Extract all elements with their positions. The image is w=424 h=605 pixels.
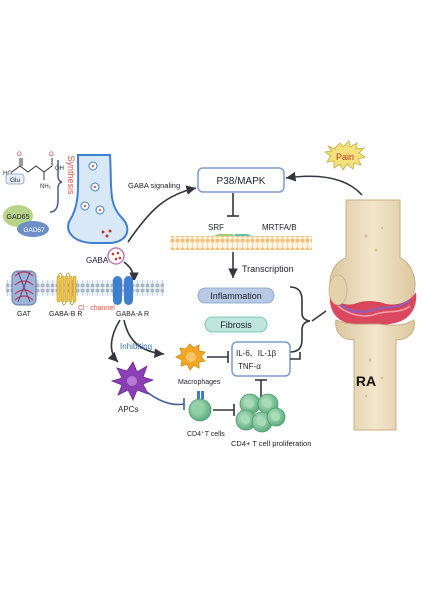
cd4-proliferation-label: CD4+ T cell proliferation <box>231 439 311 448</box>
apcs-label: APCs <box>118 405 138 414</box>
gad67-blob <box>17 221 49 237</box>
o-left-label: O <box>17 152 22 158</box>
oh-label: OH <box>55 166 64 172</box>
glu-label: Glu <box>10 177 21 184</box>
gaba-vesicle <box>107 247 125 265</box>
outcomes-brace <box>289 286 311 353</box>
gat-transporter <box>11 270 37 306</box>
gad67-label: GAD67 <box>23 227 45 234</box>
o-right-label: O <box>49 152 54 158</box>
p38-mapk-label: P38/MAPK <box>217 176 266 187</box>
gaba-b-label: GABA-B R <box>49 311 82 318</box>
receptor-to-macrophage-arrow <box>123 319 165 358</box>
cytokines-to-outcomes-line <box>290 352 301 360</box>
gaba-a-receptor <box>113 276 133 305</box>
brace-connector <box>311 310 327 322</box>
gaba-signaling-arrow <box>127 185 197 243</box>
inflammation-label: Inflammation <box>210 291 262 301</box>
glutamate-molecule: HO O O OH NH₂ Glu <box>3 152 64 190</box>
t-cell-cluster <box>235 393 286 433</box>
mrtfa-label: MRTFA/B <box>262 223 297 232</box>
cd4-cells-label: CD4⁺T cells <box>187 430 225 438</box>
gaba-a-label: GABA-A R <box>116 311 149 318</box>
nuclear-membrane <box>170 236 312 250</box>
fibrosis-pill <box>204 316 268 333</box>
receptor-to-apc-arrow <box>107 319 121 363</box>
ra-to-p38-arrow <box>285 171 363 196</box>
nh2-label: NH₂ <box>40 184 52 190</box>
pain-label: Pain <box>336 152 354 162</box>
cytokines-line2: TNF-α <box>238 362 261 371</box>
apc-cell <box>110 361 155 401</box>
cytokines-line1: IL-6、IL-1β <box>236 349 277 358</box>
srf-label: SRF <box>208 223 224 232</box>
gaba-b-receptor <box>56 272 77 306</box>
gad-enzymes: GAD65 GAD67 <box>3 205 49 237</box>
synthesis-label: Synthesis <box>66 155 76 195</box>
apc-inhibit-line <box>146 391 185 406</box>
ra-label: RA <box>356 373 376 389</box>
inhibiting-label: Inhibiting <box>120 342 152 351</box>
gaba-signaling-label: GABA signaling <box>128 181 180 190</box>
gad65-label: GAD65 <box>7 214 30 221</box>
gad65-blob <box>3 205 33 227</box>
inflammation-pill <box>197 287 275 304</box>
macrophage-cell <box>175 343 206 371</box>
gat-label: GAT <box>17 311 32 318</box>
macrophages-label: Macrophages <box>178 379 221 386</box>
knee-joint-illustration <box>328 199 417 431</box>
gaba-label: GABA <box>86 256 109 265</box>
synthesis-brace <box>49 160 63 213</box>
p38-mapk-box <box>197 167 285 193</box>
cd4-t-cell <box>188 391 212 422</box>
cl-channel-label: Cl⁻ channel <box>78 305 115 312</box>
glu-badge <box>5 173 25 185</box>
presynaptic-terminal <box>67 154 129 244</box>
pain-starburst <box>323 140 366 171</box>
fibrosis-label: Fibrosis <box>220 320 252 330</box>
transcription-label: Transcription <box>242 264 294 274</box>
